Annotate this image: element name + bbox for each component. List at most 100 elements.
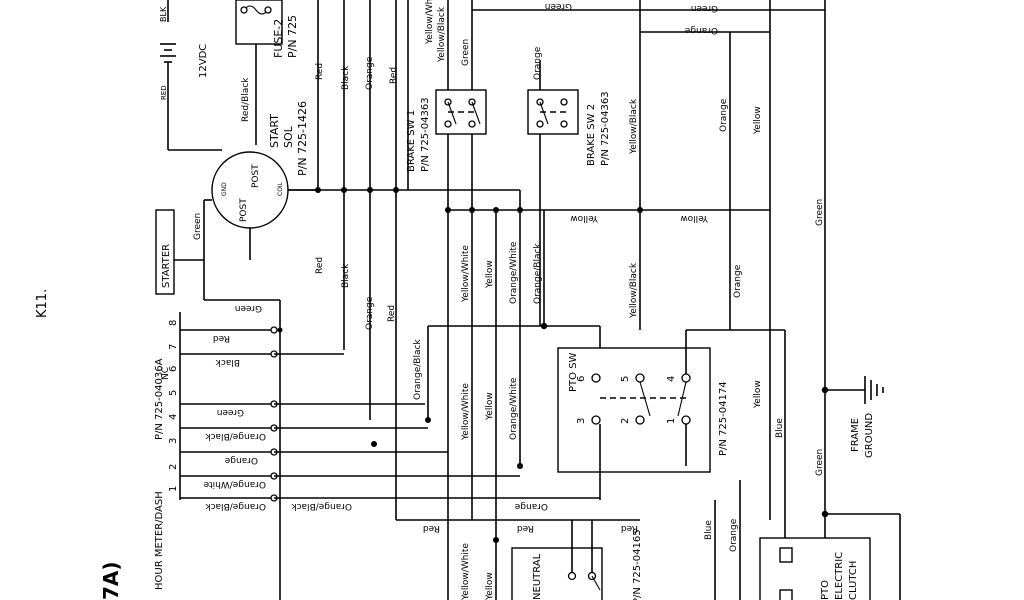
solenoid-label: START (268, 114, 281, 148)
pto-electric-clutch: PTO ELECTRIC CLUTCH (759, 537, 871, 600)
wire-label-yellow-right-lower: Yellow (753, 380, 763, 409)
solenoid-gnd: GND (221, 182, 228, 196)
solenoid-part: P/N 725-1426 (296, 101, 309, 176)
wire-label-yellow-h2: Yellow (680, 213, 709, 223)
wire-label-yellow-bottom: Yellow (485, 572, 495, 600)
wire-label-red-h-low1: Red (423, 523, 440, 533)
hour-meter-pin-8: 8 (168, 320, 179, 326)
starter: STARTER Green Green (155, 200, 280, 313)
wire-label-orange-right-mid: Orange (733, 264, 743, 298)
hour-meter-pin-7: 7 (168, 344, 179, 350)
frame-ground-label2: GROUND (864, 413, 875, 458)
wire-label-orange-black-mid: Orange/Black (533, 243, 543, 304)
wire-label-orange-top: Orange (533, 46, 543, 80)
figure-id: K11. (35, 289, 50, 318)
wire-label-black-mid: Black (341, 263, 351, 288)
wire-label-blue-lower: Blue (704, 520, 714, 540)
brake-sw2-label: BRAKE SW 2 (586, 104, 597, 166)
solenoid-label2: SOL (282, 125, 295, 148)
hour-meter-pin-2: 2 (168, 464, 179, 470)
wire-label-yellow-low: Yellow (485, 392, 495, 421)
wire-label-orange-black-long: Orange/Black (291, 501, 352, 511)
wire-label-red-mid: Red (315, 257, 325, 274)
wire-label-black-hm: Black (215, 357, 240, 367)
pto-sw-part: P/N 725-04174 (718, 381, 729, 456)
wire-label-orange-mid: Orange (365, 296, 375, 330)
brake-sw2-part: P/N 725-04363 (600, 91, 611, 166)
pto-terminal-1: 1 (666, 418, 677, 424)
pto-terminal-3: 3 (576, 418, 587, 424)
solenoid-post-left: POST (239, 198, 249, 222)
wire-label-red-1: Red (315, 63, 325, 80)
hour-meter-part: P/N 725-04036A (154, 358, 165, 440)
fuse-part: P/N 725 (286, 15, 299, 58)
hour-meter-nc: NC (161, 367, 171, 380)
wire-label-green-h1: Green (235, 303, 262, 313)
hour-meter-label: HOUR METER/DASH (154, 491, 165, 590)
solenoid-post-right: POST (251, 164, 261, 188)
wire-label-orange-hm: Orange (224, 455, 258, 465)
wire-label-green-h-top2: Green (691, 3, 718, 13)
wire-label-green-top: Green (461, 39, 471, 66)
hour-meter-pin-1: 1 (168, 486, 179, 492)
wire-label-yellow-black-top: Yellow/Black (437, 6, 447, 63)
neutral-switch: NEUTRAL P/N 725-04165 (511, 520, 643, 600)
wire-label-green-h-top: Green (545, 1, 572, 11)
pto-terminal-2: 2 (620, 418, 631, 424)
wire-label-orange-black-hm2: Orange/Black (205, 501, 266, 511)
wire-label-red-mid2: Red (387, 305, 397, 322)
pto-sw-label: PTO SW (568, 352, 579, 392)
wire-label-orange-h-top: Orange (684, 25, 718, 35)
pto-clutch-label1: PTO (820, 580, 831, 600)
diagram-title-fragment: 7A) (99, 561, 123, 600)
brake-sw1-label: BRAKE SW 1 (406, 110, 417, 172)
wire-label-green-hm: Green (217, 407, 244, 417)
wire-label-yellow-upper: Yellow (753, 106, 763, 135)
hour-meter-pin-5: 5 (168, 390, 179, 396)
wire-label-green-right: Green (815, 199, 825, 226)
fuse-label: FUSE-2 (272, 19, 285, 58)
hour-meter-pin-4: 4 (168, 414, 179, 420)
wire-label-red-black: Red/Black (241, 77, 251, 122)
wire-label-red-h-low2: Red (517, 523, 534, 533)
wire-label-yellow-black-mid: Yellow/Black (629, 262, 639, 319)
frame-ground-label1: FRAME (850, 418, 861, 452)
brake-switch-2: BRAKE SW 2 P/N 725-04363 (527, 60, 611, 326)
wire-label-orange-black-hm: Orange/Black (205, 431, 266, 441)
hour-meter-pin-6: 6 (168, 366, 179, 372)
wire-label-yellow-mid: Yellow (485, 260, 495, 289)
pto-terminal-6: 6 (576, 376, 587, 382)
start-solenoid: POST POST GND COIL START SOL P/N 725-142… (204, 101, 318, 260)
wire-label-orange-lower: Orange (729, 518, 739, 552)
brake-sw1-part: P/N 725-04363 (420, 97, 431, 172)
wire-label-yellow-black-upper: Yellow/Black (629, 98, 639, 155)
wire-label-black-1: Black (341, 65, 351, 90)
wire-label-yellow-h1: Yellow (570, 213, 599, 223)
battery-black-label: BLK (159, 6, 168, 22)
wire-label-orange-upper: Orange (719, 98, 729, 132)
starter-label: STARTER (161, 244, 172, 288)
wire-label-orange-white-hm: Orange/White (203, 479, 266, 489)
wire-label-red-h-low3: Red (621, 523, 638, 533)
wire-label-yellow-white-low: Yellow/White (461, 383, 471, 441)
pto-terminal-4: 4 (666, 376, 677, 382)
pto-terminal-5: 5 (620, 376, 631, 382)
brake-switch-1: BRAKE SW 1 P/N 725-04363 (406, 89, 487, 210)
pto-clutch-label3: CLUTCH (848, 561, 859, 600)
wire-label-yellow-white-bottom: Yellow/White (461, 543, 471, 600)
wire-label-orange-black-lower: Orange/Black (413, 339, 423, 400)
neutral-sw-part: P/N 725-04165 (632, 529, 643, 600)
hour-meter: HOUR METER/DASH P/N 725-04036A NC 1 2 3 … (154, 312, 181, 590)
solenoid-coil: COIL (277, 181, 284, 196)
wire-label-red-hm: Red (213, 333, 230, 343)
wire-label-blue-right: Blue (775, 418, 785, 438)
wire-label-orange-white-low: Orange/White (509, 377, 519, 440)
battery-voltage: 12VDC (198, 44, 209, 78)
pto-switch: PTO SW P/N 725-04174 6 5 4 3 2 1 (557, 347, 729, 473)
wire-label-green-frame: Green (815, 449, 825, 476)
frame-ground: FRAME GROUND (821, 376, 884, 458)
wire-label-orange-white-mid: Orange/White (509, 241, 519, 304)
hour-meter-pin-3: 3 (168, 438, 179, 444)
wire-label-red-2: Red (389, 67, 399, 84)
